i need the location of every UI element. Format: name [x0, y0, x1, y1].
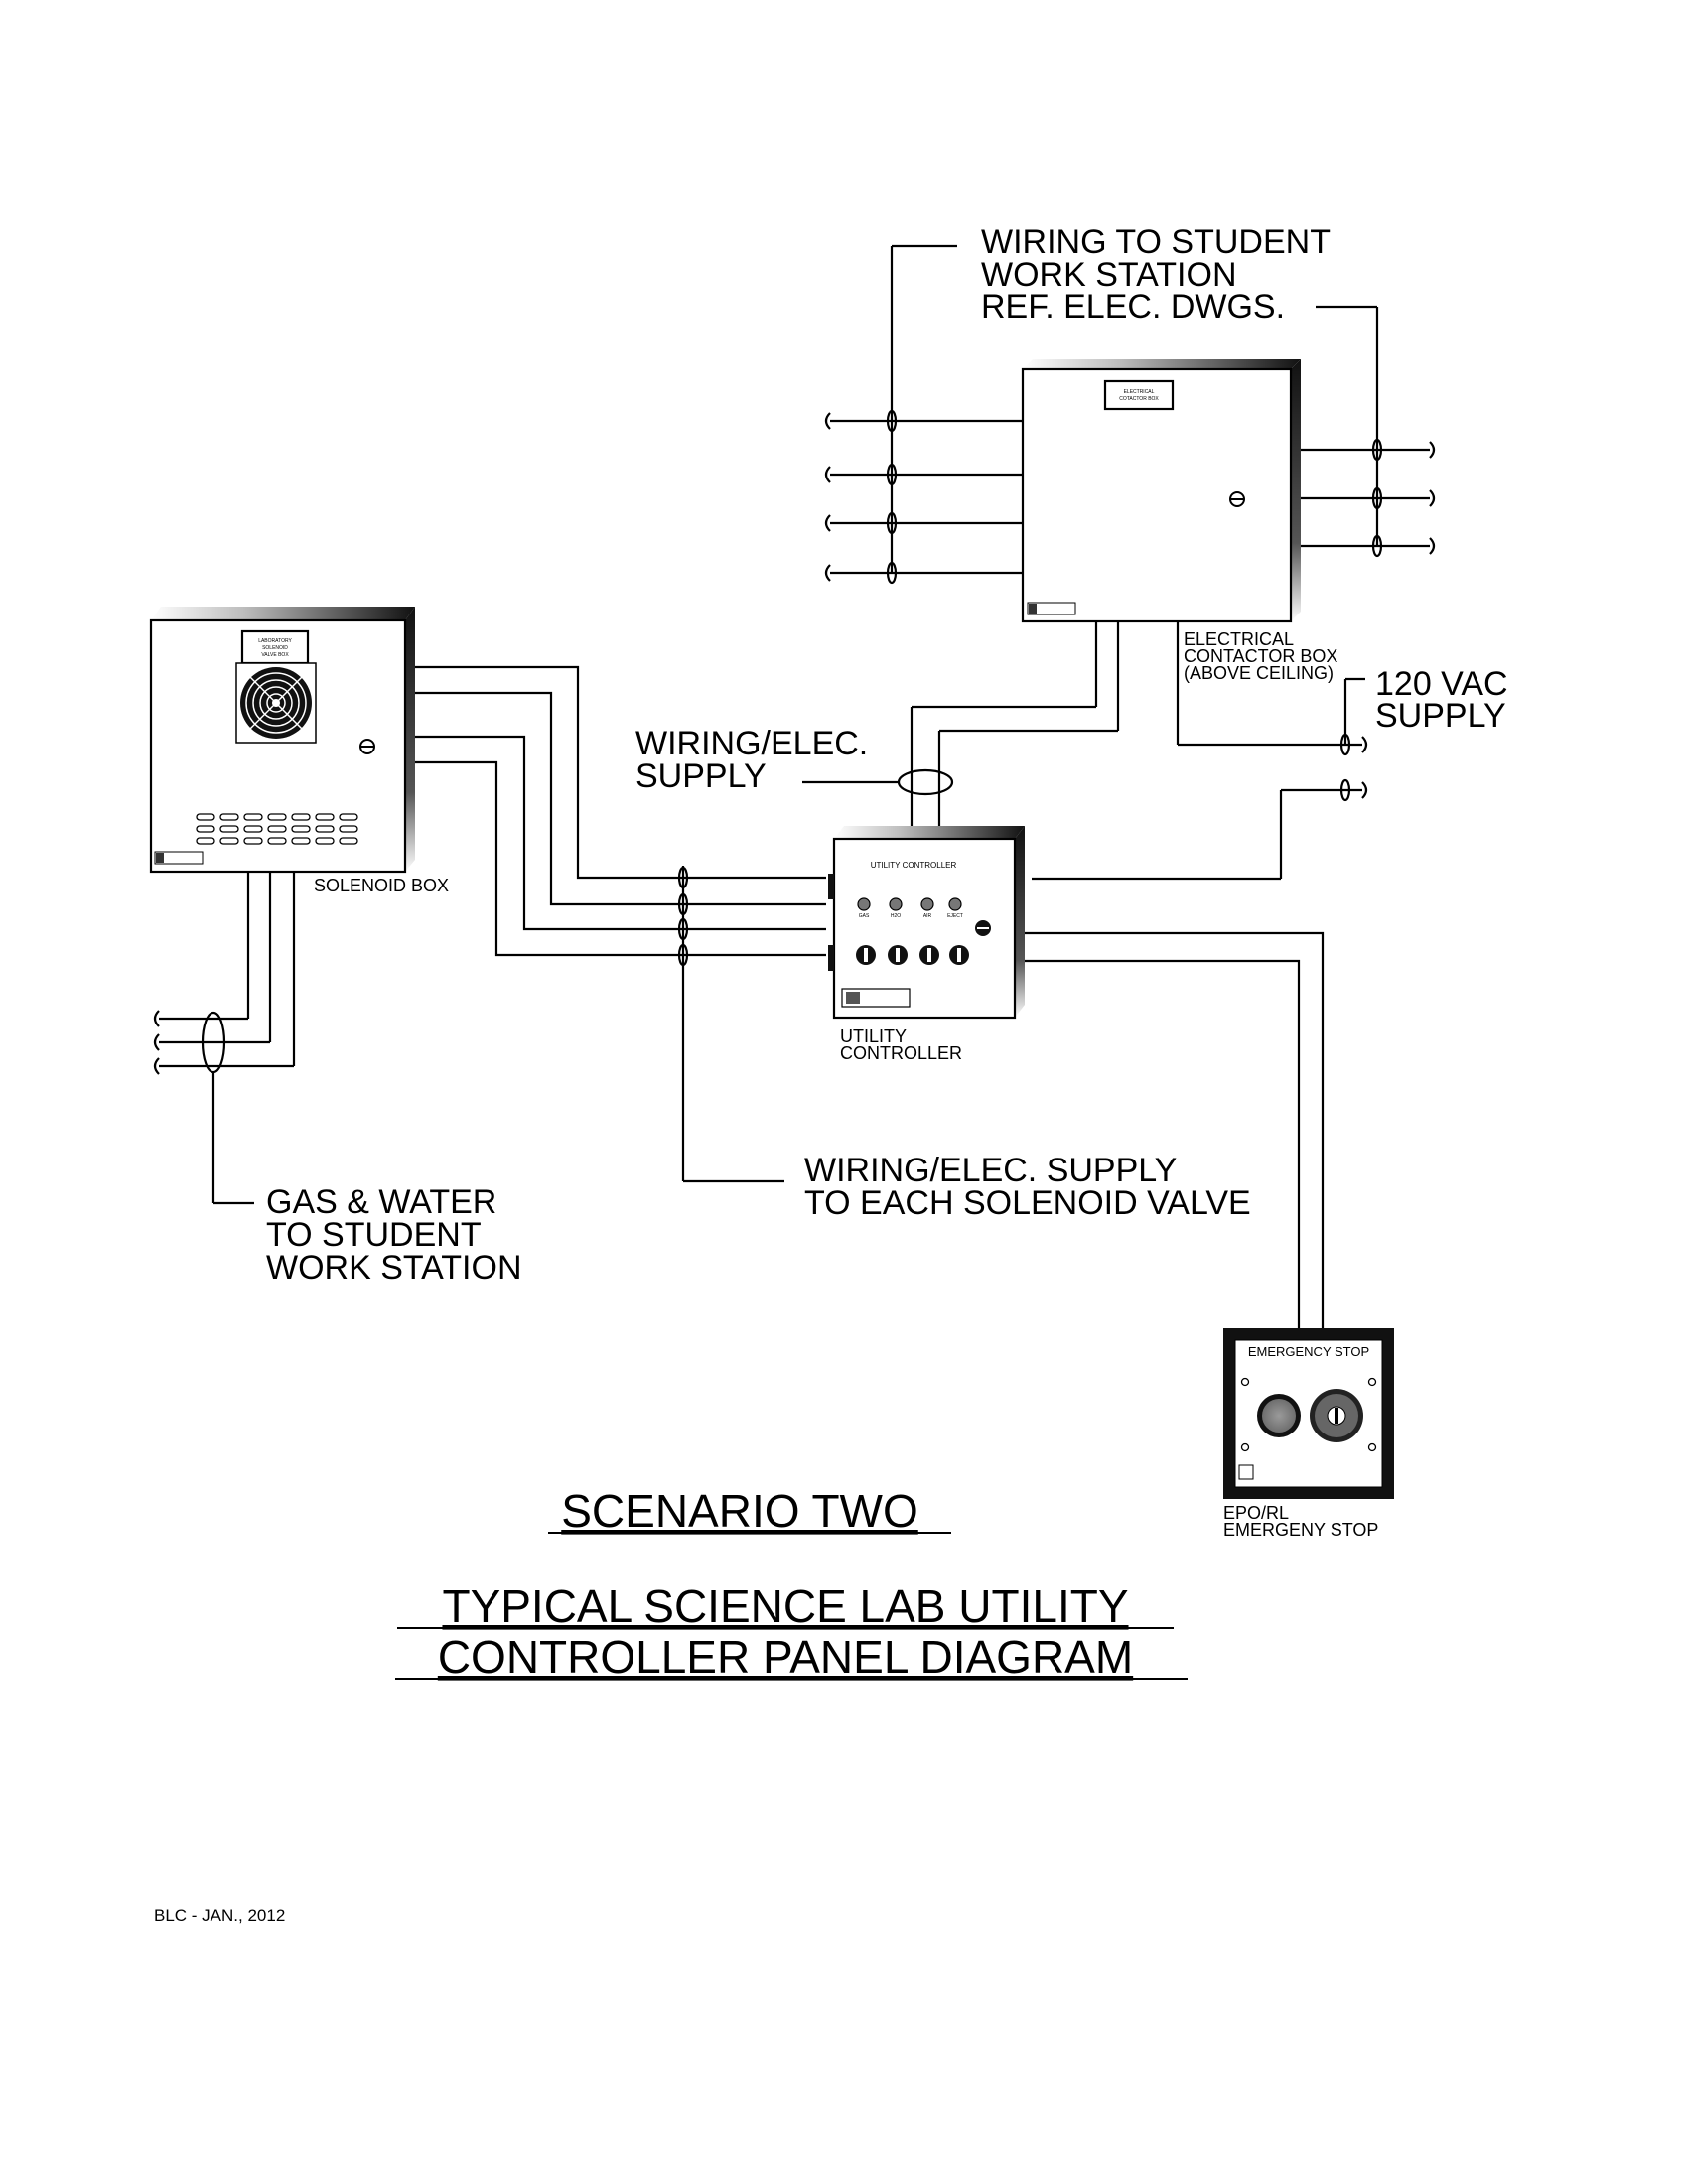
gas-lamp-icon: [857, 897, 871, 911]
solenoid-plate-line-2: SOLENOID: [262, 645, 288, 651]
solenoid-nameplate: [240, 629, 310, 665]
gas-water-line-2: TO STUDENT: [266, 1216, 482, 1254]
utility-controller-box: UTILITY CONTROLLER GAS H2O AIR EJECT: [828, 826, 1025, 1020]
wiring-elec-supply-line-1: WIRING/ELEC.: [635, 725, 868, 762]
main-title-line-2: CONTROLLER PANEL DIAGRAM: [438, 1631, 1133, 1683]
contactor-right-wiring: [1301, 305, 1436, 558]
footer-credit: BLC - JAN., 2012: [154, 1906, 285, 1925]
solenoid-valve-wiring-line-1: WIRING/ELEC. SUPPLY: [804, 1152, 1177, 1189]
controller-caption-line-2: CONTROLLER: [840, 1043, 962, 1063]
gas-water-wiring: [153, 872, 296, 1205]
solenoid-to-controller-wiring: [415, 665, 826, 1183]
wiring-elec-supply-line-2: SUPPLY: [635, 757, 767, 795]
contactor-plate-line-2: COTACTOR BOX: [1119, 396, 1159, 402]
main-title-line-1: TYPICAL SCIENCE LAB UTILITY: [442, 1580, 1128, 1632]
contactor-plate-line-1: ELECTRICAL: [1124, 389, 1155, 395]
vac-supply-line-1: 120 VAC: [1375, 665, 1508, 703]
solenoid-valve-wiring-line-2: TO EACH SOLENOID VALVE: [804, 1184, 1251, 1222]
controller-caption-line-1: UTILITY: [840, 1026, 907, 1046]
gas-water-line-1: GAS & WATER: [266, 1183, 496, 1221]
lamp-label-h2o: H2O: [891, 913, 901, 919]
epo-caption-line-1: EPO/RL: [1223, 1503, 1289, 1523]
eject-lamp-icon: [948, 897, 962, 911]
wiring-to-student-line-3: REF. ELEC. DWGS.: [981, 288, 1285, 326]
contactor-label-strip: [1027, 602, 1076, 615]
contactor-caption-line-3: (ABOVE CEILING): [1184, 663, 1334, 683]
scenario-title: SCENARIO TWO: [561, 1485, 918, 1537]
epo-caption-line-2: EMERGENY STOP: [1223, 1520, 1378, 1540]
vent-slots: [196, 813, 358, 845]
contactor-caption-line-1: ELECTRICAL: [1184, 629, 1294, 649]
fan-icon: [235, 662, 317, 744]
wiring-to-student-line-1: WIRING TO STUDENT: [981, 223, 1331, 261]
solenoid-caption: SOLENOID BOX: [314, 876, 449, 895]
emergency-stop-panel: EMERGENCY STOP: [1223, 1328, 1394, 1499]
contactor-nameplate: [1103, 379, 1175, 411]
lamp-label-gas: GAS: [859, 913, 870, 919]
water-lamp-icon: [889, 897, 903, 911]
electrical-contactor-box: ELECTRICAL COTACTOR BOX: [1021, 359, 1301, 623]
gas-water-line-3: WORK STATION: [266, 1249, 522, 1287]
lamp-label-air: AIR: [923, 913, 932, 919]
contactor-left-wiring: [824, 244, 1023, 585]
lamp-label-eject: EJECT: [947, 913, 963, 919]
controller-to-estop-wiring: [1025, 931, 1325, 1338]
controller-panel-title: UTILITY CONTROLLER: [871, 861, 957, 870]
air-lamp-icon: [920, 897, 934, 911]
contactor-caption-line-2: CONTACTOR BOX: [1184, 646, 1337, 666]
controller-key-switches: [856, 945, 969, 965]
vac-supply-wiring: [1032, 621, 1368, 881]
solenoid-box: LABORATORY SOLENOID VALVE BOX: [149, 607, 415, 874]
solenoid-label-strip: [154, 851, 204, 865]
emergency-panel-title: EMERGENCY STOP: [1248, 1344, 1369, 1359]
vac-supply-line-2: SUPPLY: [1375, 697, 1506, 735]
wiring-to-student-line-2: WORK STATION: [981, 256, 1237, 294]
solenoid-plate-line-1: LABORATORY: [258, 638, 292, 644]
solenoid-plate-line-3: VALVE BOX: [261, 652, 289, 658]
contactor-to-controller-wiring: [802, 621, 1120, 826]
